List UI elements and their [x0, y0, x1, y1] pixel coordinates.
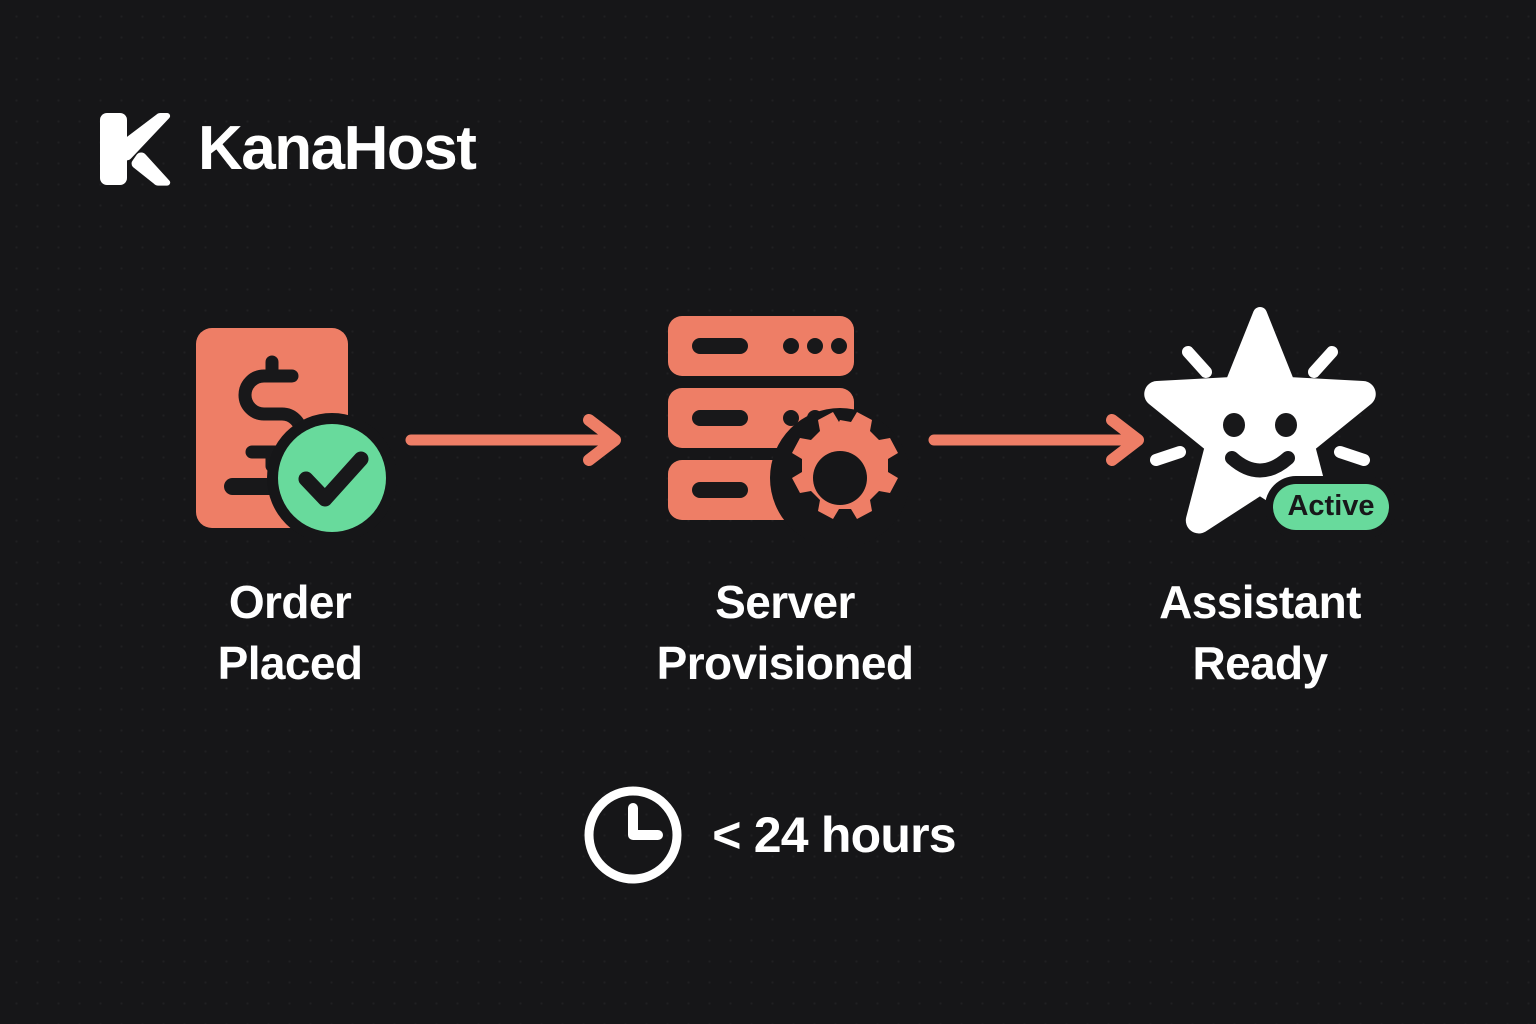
- star-smile: [1225, 451, 1295, 478]
- step-label: Assistant Ready: [1159, 576, 1361, 689]
- invoice-dollar-icon: [196, 328, 397, 543]
- flow-step-server-provisioned: Server Provisioned: [620, 300, 950, 693]
- server-racks-icon: [668, 315, 910, 548]
- smiling-star-icon: Active: [1144, 307, 1397, 538]
- flow-connector-arrow-1: [405, 413, 625, 467]
- flow-step-assistant-ready: Active Assistant Ready: [1095, 300, 1425, 693]
- flow-step-order-placed: Order Placed: [125, 300, 455, 693]
- step-artwork: Active: [1110, 300, 1410, 550]
- flow-connector-arrow-2: [928, 413, 1148, 467]
- arrow-right-icon: [405, 414, 621, 466]
- process-flow: Order Placed: [0, 300, 1536, 720]
- step-label: Order Placed: [217, 576, 363, 689]
- brand-lockup: KanaHost: [96, 110, 477, 188]
- step-artwork: [140, 300, 440, 550]
- clock-icon: [584, 786, 682, 884]
- star-eye-right: [1275, 413, 1297, 437]
- step-artwork: [635, 300, 935, 550]
- sparkle-marks: [1150, 346, 1370, 466]
- server-rack-unit: [668, 315, 854, 376]
- duration-text: < 24 hours: [712, 807, 956, 863]
- duration-callout: < 24 hours: [0, 782, 1536, 888]
- gear-icon: [792, 411, 898, 519]
- status-badge: Active: [1265, 476, 1397, 538]
- brand-name: KanaHost: [198, 114, 477, 183]
- kanahost-k-mark-icon: [100, 112, 171, 186]
- step-label: Server Provisioned: [656, 576, 914, 689]
- status-badge-label: Active: [1287, 490, 1374, 522]
- star-eye-left: [1223, 413, 1245, 437]
- arrow-right-icon: [928, 414, 1144, 466]
